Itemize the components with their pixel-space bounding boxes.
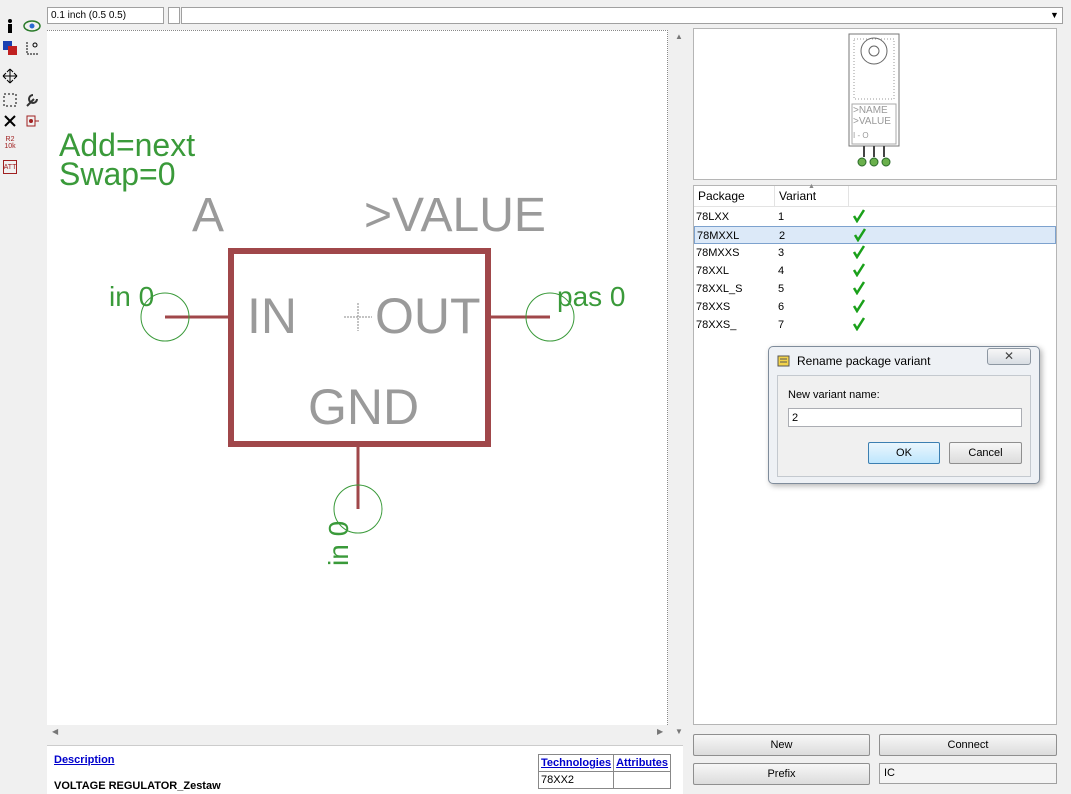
dialog-close-button[interactable]: ✕: [987, 348, 1031, 365]
description-text: VOLTAGE REGULATOR_Zestaw: [54, 780, 221, 792]
package-preview: >NAME >VALUE I - O: [693, 28, 1057, 180]
pin-out-text: OUT: [375, 288, 481, 344]
package-row[interactable]: 78MXXS 3: [694, 244, 1056, 262]
checkmark-icon: [852, 245, 866, 265]
pin-out-circle: [525, 292, 575, 342]
dialog-app-icon: [777, 354, 791, 371]
variant-name-label: New variant name:: [788, 389, 880, 401]
scroll-down-icon[interactable]: ▼: [675, 727, 683, 736]
variant-name: 5: [778, 283, 785, 295]
description-link[interactable]: Description: [54, 754, 115, 766]
schematic-canvas[interactable]: Add=next Swap=0 A >VALUE IN OUT GND in 0…: [47, 30, 668, 725]
pin-gnd-circle: [333, 484, 383, 534]
pin-in-label: in 0: [109, 281, 155, 312]
rename-dialog: Rename package variant ✕ New variant nam…: [768, 346, 1040, 484]
variant-name: 3: [778, 247, 785, 259]
package-name: 78XXS_: [696, 319, 737, 331]
checkmark-icon: [853, 228, 867, 248]
package-drawing: [848, 33, 900, 167]
pin-in-circle: [140, 292, 190, 342]
vertical-scrollbar[interactable]: ▲ ▼: [670, 30, 687, 740]
select-icon[interactable]: [0, 90, 20, 110]
variant-name: 1: [778, 211, 785, 223]
symbol-body[interactable]: [228, 248, 491, 447]
column-package[interactable]: Package: [694, 186, 775, 207]
checkmark-icon: [852, 299, 866, 319]
package-name: 78XXL: [696, 265, 730, 277]
dialog-title: Rename package variant: [797, 354, 931, 368]
move-icon[interactable]: [0, 66, 20, 86]
variant-name: 2: [779, 230, 786, 242]
package-row[interactable]: 78MXXL 2: [694, 226, 1056, 244]
grid-display[interactable]: 0.1 inch (0.5 0.5): [47, 7, 164, 24]
preview-value: >VALUE: [853, 116, 891, 127]
attributes-header[interactable]: Attributes: [613, 754, 672, 772]
pin-icon[interactable]: [22, 111, 42, 131]
info-icon[interactable]: [0, 16, 20, 36]
new-button[interactable]: New: [693, 734, 870, 756]
pin-gnd-label: in 0: [323, 520, 354, 566]
mark-icon[interactable]: [22, 38, 42, 58]
variant-name: 6: [778, 301, 785, 313]
checkmark-icon: [852, 317, 866, 337]
checkmark-icon: [852, 209, 866, 229]
package-name: 78XXS: [696, 301, 731, 313]
package-row[interactable]: 78XXL 4: [694, 262, 1056, 280]
technologies-header[interactable]: Technologies: [537, 754, 615, 772]
description-panel: Description VOLTAGE REGULATOR_Zestaw Tec…: [47, 745, 683, 794]
scroll-up-icon[interactable]: ▲: [675, 32, 683, 41]
dialog-body: New variant name: OK Cancel: [777, 375, 1031, 477]
scroll-left-icon[interactable]: ◀: [52, 727, 59, 736]
attribute-icon[interactable]: ATT: [3, 160, 17, 174]
swaplevel-text: Swap=0: [59, 156, 176, 192]
preview-name: >NAME: [853, 105, 888, 116]
sort-arrow-icon: ▲: [808, 183, 815, 190]
cancel-button[interactable]: Cancel: [949, 442, 1022, 464]
value-text: >VALUE: [364, 189, 546, 242]
variant-name: 7: [778, 319, 785, 331]
prefix-button[interactable]: Prefix: [693, 763, 870, 785]
horizontal-scrollbar[interactable]: ◀ ▶: [47, 725, 668, 740]
checkmark-icon: [852, 263, 866, 283]
package-name: 78MXXL: [697, 230, 740, 242]
variant-name: 4: [778, 265, 785, 277]
command-input[interactable]: [181, 7, 1063, 24]
layers-icon[interactable]: [0, 38, 20, 58]
technology-value[interactable]: 78XX2: [537, 771, 615, 789]
command-separator: [168, 7, 180, 24]
symbol-drawing: [140, 248, 575, 534]
package-name: 78MXXS: [696, 247, 740, 259]
command-dropdown-icon[interactable]: ▼: [1050, 10, 1059, 20]
pin-out-label: pas 0: [557, 281, 626, 312]
package-row[interactable]: 78XXS 6: [694, 298, 1056, 316]
variant-name-input[interactable]: [788, 408, 1022, 427]
preview-pins: I - O: [853, 131, 869, 140]
package-row[interactable]: 78XXL_S 5: [694, 280, 1056, 298]
pin-gnd-text: GND: [308, 379, 420, 435]
package-name: 78LXX: [696, 211, 730, 223]
package-row[interactable]: 78XXS_ 7: [694, 316, 1056, 334]
eye-icon[interactable]: [22, 16, 42, 36]
pin-in-text: IN: [247, 288, 297, 344]
package-row[interactable]: 78LXX 1: [694, 208, 1056, 226]
checkmark-icon: [852, 281, 866, 301]
package-name: 78XXL_S: [696, 283, 743, 295]
wrench-icon[interactable]: [22, 90, 42, 110]
gate-name-text: A: [192, 189, 225, 242]
technologies-table: Technologies Attributes 78XX2: [537, 754, 672, 789]
connect-button[interactable]: Connect: [879, 734, 1057, 756]
ok-button[interactable]: OK: [868, 442, 940, 464]
addlevel-text: Add=next: [59, 127, 196, 163]
column-variant[interactable]: Variant: [775, 186, 849, 207]
attribute-value[interactable]: [613, 771, 672, 789]
prefix-field[interactable]: IC: [879, 763, 1057, 784]
scroll-right-icon[interactable]: ▶: [657, 727, 664, 736]
origin-cross: [344, 303, 372, 331]
column-blank: [849, 186, 1056, 207]
delete-icon[interactable]: [0, 111, 20, 131]
